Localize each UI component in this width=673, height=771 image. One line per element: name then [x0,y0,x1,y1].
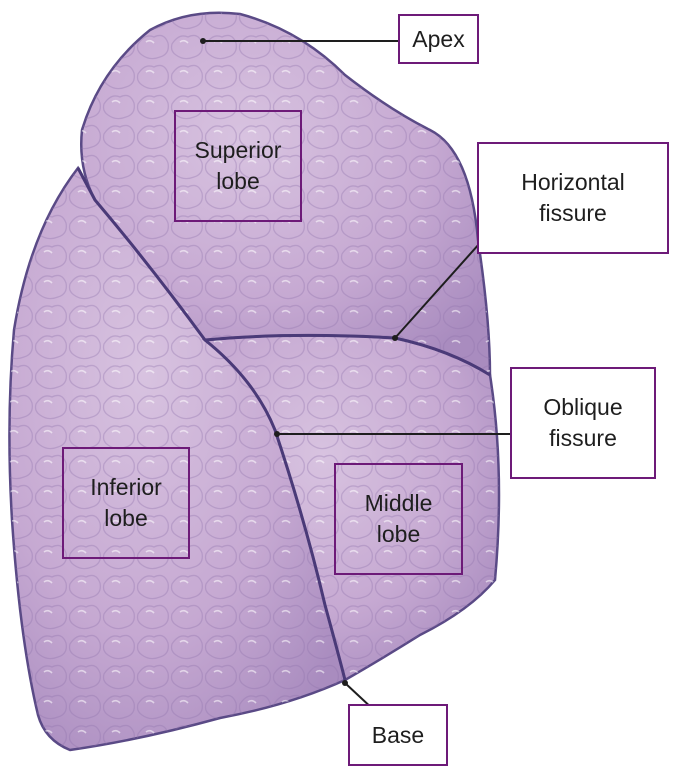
superior-lobe-label: Superior lobe [174,110,302,222]
inferior-lobe-label: Inferior lobe [62,447,190,559]
horizontal-fissure-dot [392,335,398,341]
base-label: Base [348,704,448,766]
apex-label: Apex [398,14,479,64]
oblique-fissure-label: Oblique fissure [510,367,656,479]
middle-lobe-label: Middle lobe [334,463,463,575]
oblique-fissure-dot [274,431,280,437]
base-dot [342,680,348,686]
horizontal-fissure-label: Horizontal fissure [477,142,669,254]
apex-dot [200,38,206,44]
